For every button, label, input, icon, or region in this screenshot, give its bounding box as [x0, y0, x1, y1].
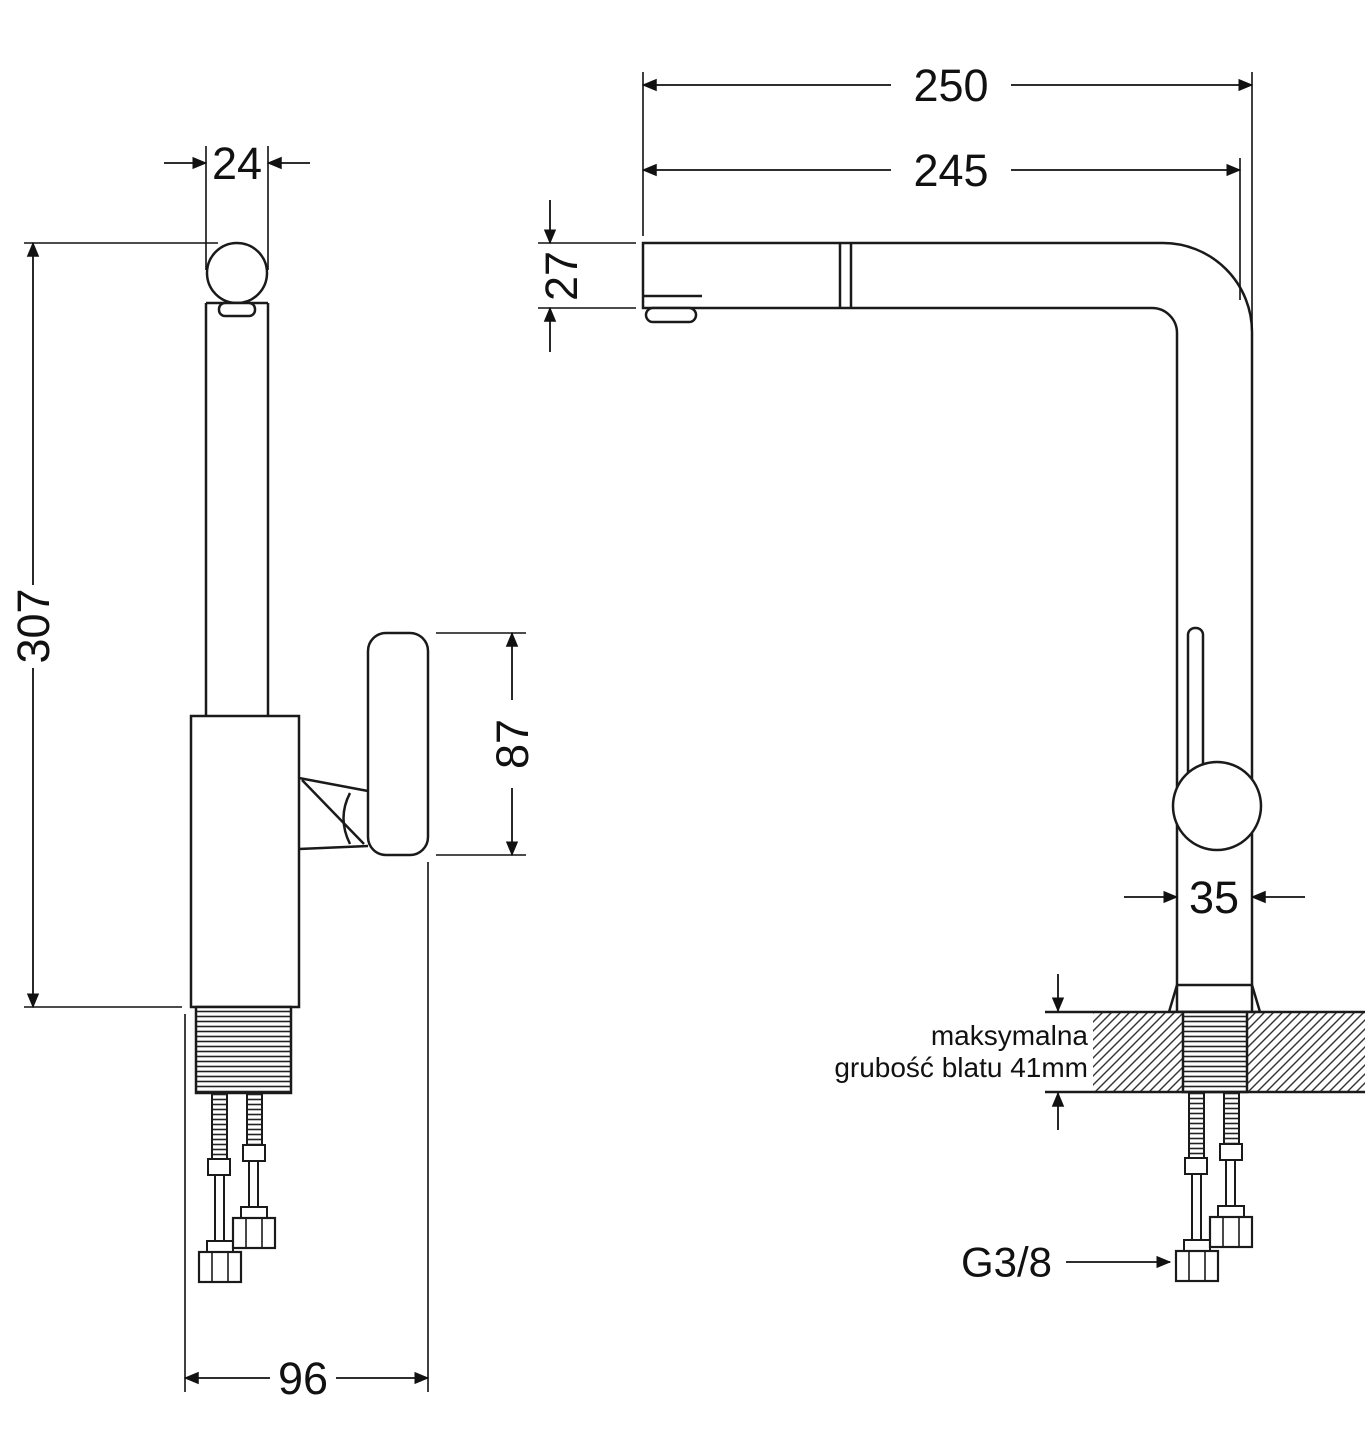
dim-27-label: 27	[536, 251, 587, 301]
mounting-hardware-left	[197, 1091, 277, 1284]
handle-lever-side	[366, 631, 430, 857]
dim-245-label: 245	[913, 145, 988, 196]
spray-head-side	[205, 241, 269, 305]
handle-ball-front	[1171, 760, 1263, 852]
handle-joint-side	[298, 776, 369, 851]
side-view	[189, 241, 430, 1284]
countertop-note-line1: maksymalna	[931, 1020, 1089, 1051]
thread-size-callout: G3/8	[961, 1239, 1172, 1286]
dim-96-label: 96	[278, 1353, 328, 1404]
countertop-note-line2: grubość blatu 41mm	[834, 1052, 1088, 1083]
dim-307-label: 307	[8, 588, 59, 663]
dim-35-label: 35	[1189, 872, 1239, 923]
dimension-24: 24	[164, 138, 310, 270]
dimension-27: 27	[536, 200, 636, 352]
threaded-shank-front	[1181, 1010, 1249, 1094]
dim-250-label: 250	[913, 60, 988, 111]
dimension-307: 307	[8, 241, 218, 1009]
thread-size-label: G3/8	[961, 1239, 1052, 1286]
dimension-87: 87	[436, 631, 538, 857]
dim-24-label: 24	[212, 138, 262, 189]
dimension-96: 96	[183, 862, 430, 1404]
aerator-side	[217, 301, 257, 318]
front-view	[641, 241, 1365, 1283]
countertop-thickness-callout: maksymalna grubość blatu 41mm	[834, 974, 1088, 1130]
faucet-body-side	[189, 714, 301, 1009]
dimension-245: 245	[641, 145, 1242, 300]
riser-pipe-side	[204, 303, 270, 716]
base-flare	[1167, 983, 1262, 1014]
aerator-front	[644, 306, 698, 324]
countertop-section	[1045, 1010, 1365, 1094]
dim-87-label: 87	[487, 719, 538, 769]
dimension-35: 35	[1124, 872, 1305, 923]
pullout-seam	[838, 243, 853, 308]
threaded-shank-side	[194, 1005, 293, 1095]
mounting-hardware-right	[1174, 1090, 1254, 1283]
dimension-250: 250	[641, 60, 1254, 330]
